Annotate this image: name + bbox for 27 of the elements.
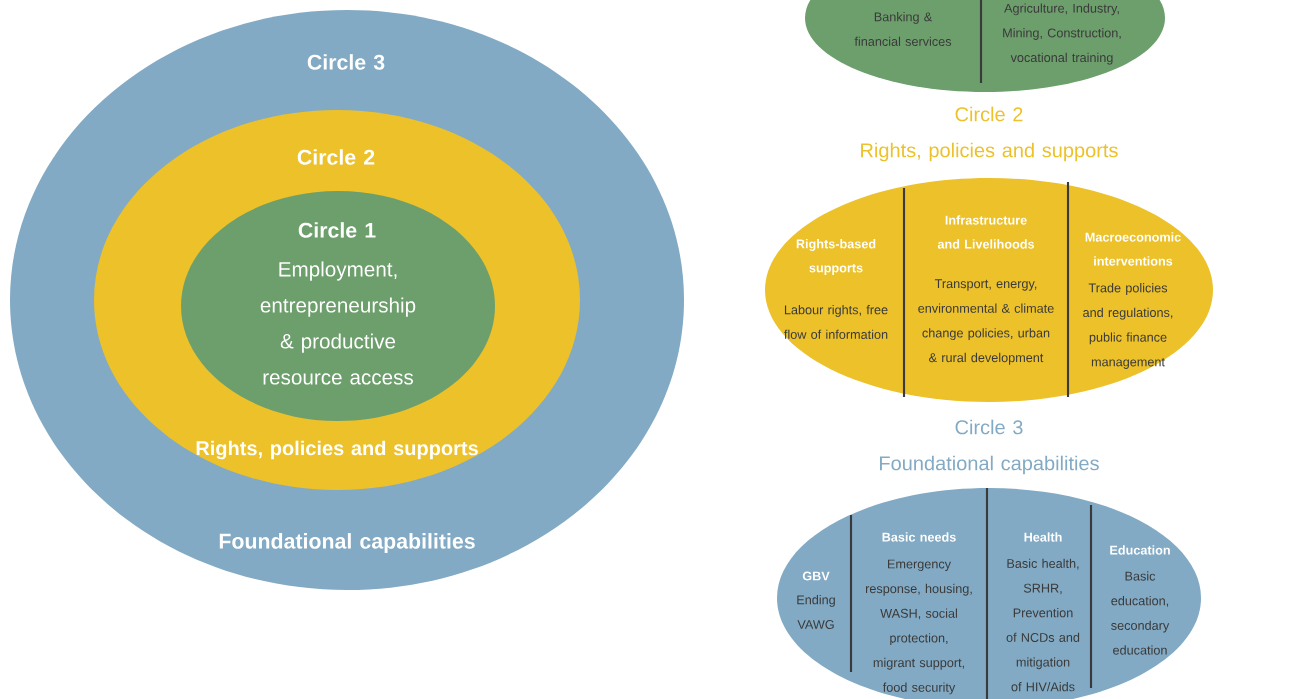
ellipse xyxy=(181,191,495,421)
column-text: Transport, energy, environmental & climate change policies, urban & rural development xyxy=(918,279,1054,365)
circle-title: Circle 3 xyxy=(307,54,385,70)
ellipse xyxy=(765,178,1213,402)
column-text: Basic education, secondary education xyxy=(1111,571,1170,655)
column-heading: Macroeconomic interventions xyxy=(1085,232,1181,266)
section-heading: Circle 3 xyxy=(955,419,1023,435)
section-heading: Circle 2 xyxy=(955,106,1023,122)
circle-title: Circle 1 xyxy=(298,222,376,238)
column-heading: Health xyxy=(1024,532,1062,542)
circle-title: Circle 2 xyxy=(297,149,375,165)
column-text: Labour rights, free flow of information xyxy=(784,305,888,339)
column-text: Banking & financial services xyxy=(854,12,952,46)
column-heading: Infrastructure and Livelihoods xyxy=(937,215,1035,249)
section-heading: Foundational capabilities xyxy=(880,455,1099,475)
column-text: Emergency response, housing, WASH, social protection, migrant support, food security xyxy=(865,559,972,695)
column-heading: Basic needs xyxy=(882,532,956,542)
circle-text: Employment, entrepreneurship & productive resource access xyxy=(260,261,416,385)
circle-title: Rights, policies and supports xyxy=(196,440,478,460)
column-text: Basic health, SRHR, Prevention of NCDs and mitigation of HIV/Aids xyxy=(1006,558,1080,692)
column-text: Agriculture, Industry, Mining, Construction, vocational training xyxy=(1003,3,1121,65)
circle-title: Foundational capabilities xyxy=(219,533,475,553)
column-heading: Rights-based supports xyxy=(796,239,876,275)
column-heading: GBV xyxy=(802,571,830,581)
column-heading: Education xyxy=(1110,545,1170,555)
section-heading: Rights, policies and supports xyxy=(861,142,1118,162)
column-text: Ending VAWG xyxy=(797,595,835,629)
